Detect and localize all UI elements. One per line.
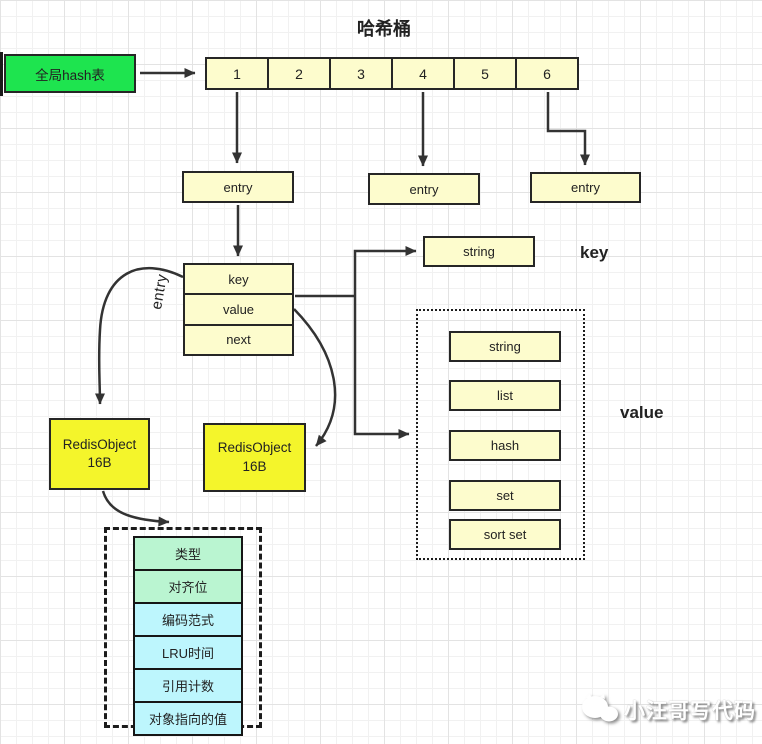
redis-object-1-name: RedisObject	[62, 436, 137, 452]
field-row-lru: LRU时间	[135, 637, 241, 670]
redis-object-box-2: RedisObject 16B	[203, 423, 306, 492]
entry-struct-value-row: value	[185, 295, 292, 326]
value-type-sortset: sort set	[449, 519, 561, 550]
key-label: key	[580, 243, 609, 262]
entry-struct-box: key value next	[183, 263, 294, 356]
field-row-pointer: 对象指向的值	[135, 703, 241, 734]
key-string-box: string	[423, 236, 535, 267]
entry-box-2: entry	[368, 173, 480, 205]
bucket-cell-3: 3	[331, 59, 393, 88]
field-row-refcount: 引用计数	[135, 670, 241, 703]
arrow-junction-to-valuebox	[353, 296, 410, 439]
field-row-align: 对齐位	[135, 571, 241, 604]
value-type-list: list	[449, 380, 561, 411]
bucket-cell-6: 6	[543, 65, 551, 82]
entry-struct-next-row: next	[226, 332, 251, 348]
bucket-cell-1: 1	[207, 59, 269, 88]
watermark-logo-icon	[582, 694, 618, 722]
entry-curve-label: entry	[148, 272, 172, 311]
arrow-bucket6-to-entry	[546, 92, 590, 166]
global-hash-box: 全局hash表	[4, 54, 136, 93]
value-label: value	[620, 403, 664, 422]
value-type-hash: hash	[449, 430, 561, 461]
entry-struct-key-row: key	[185, 265, 292, 296]
bucket-cell-5: 5	[455, 59, 517, 88]
hash-bucket-array: 1 2 3 4 5 6	[205, 57, 579, 90]
watermark: 小汪哥写代码	[580, 692, 760, 728]
diagram-title: 哈希桶	[357, 19, 411, 39]
entry-box-3: entry	[530, 172, 641, 203]
value-types-container: string list hash set sort set	[416, 309, 585, 560]
object-fields-container: 类型 对齐位 编码范式 LRU时间 引用计数 对象指向的值	[104, 527, 262, 736]
field-row-encoding: 编码范式	[135, 604, 241, 637]
redis-object-2-name: RedisObject	[217, 440, 292, 456]
entry-box-1: entry	[182, 171, 294, 203]
redis-object-2-size: 16B	[242, 458, 267, 474]
redis-object-1-size: 16B	[87, 455, 112, 470]
field-row-type: 类型	[135, 538, 241, 571]
bucket-cell-2: 2	[269, 59, 331, 88]
arrow-redisobject1-to-fields	[101, 490, 170, 527]
value-type-string: string	[449, 331, 561, 362]
object-fields-table: 类型 对齐位 编码范式 LRU时间 引用计数 对象指向的值	[133, 536, 243, 736]
value-type-set: set	[449, 480, 561, 511]
bucket-cell-4: 4	[393, 59, 455, 88]
left-edge-artifact	[0, 52, 3, 96]
arrow-junction-to-keystring	[353, 246, 417, 296]
watermark-text: 小汪哥写代码	[624, 700, 756, 723]
redis-object-box-1: RedisObject 16B	[49, 418, 150, 490]
